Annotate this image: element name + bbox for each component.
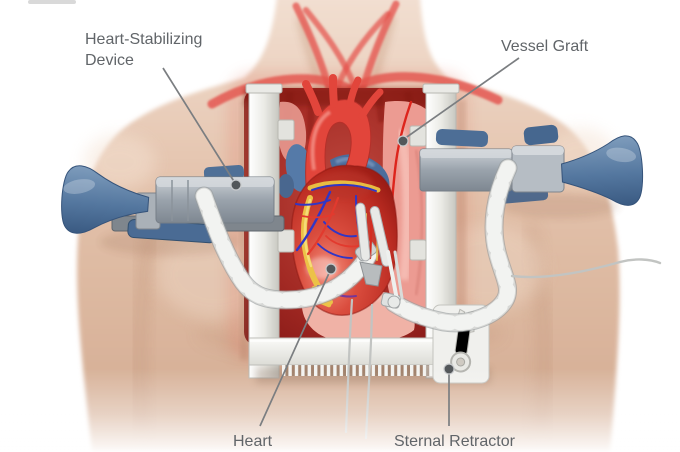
rail-grips bbox=[277, 119, 427, 261]
rail-shadow-right bbox=[456, 100, 466, 370]
bottom-fade bbox=[0, 368, 680, 452]
label-stabilizer-line2: Device bbox=[85, 52, 134, 69]
dot-heart bbox=[325, 263, 337, 275]
foot-fork bbox=[359, 261, 383, 287]
left-block-top-face bbox=[156, 177, 274, 187]
label-vessel-graft: Vessel Graft bbox=[501, 38, 589, 55]
leader-lines bbox=[162, 57, 520, 427]
right-clamp-assembly bbox=[419, 124, 644, 206]
bulldog-clamp bbox=[380, 250, 404, 309]
coronary-arteries bbox=[301, 196, 359, 256]
leader-heart bbox=[259, 270, 331, 427]
left-rail bbox=[248, 85, 280, 379]
rack-bar bbox=[248, 337, 436, 366]
label-heart: Heart bbox=[233, 433, 273, 450]
cropped-artifact bbox=[28, 0, 76, 4]
right-upper-blue-paddle-2 bbox=[523, 124, 559, 146]
stabilizer-feet bbox=[354, 202, 404, 309]
right-upper-blue-paddle-1 bbox=[435, 128, 489, 148]
dot-sternal-retractor bbox=[443, 363, 455, 375]
label-sternal-retractor: Sternal Retractor bbox=[394, 433, 516, 450]
leader-vessel-graft bbox=[403, 57, 520, 140]
lung-fold bbox=[414, 149, 424, 296]
vein-stub bbox=[278, 174, 294, 198]
stabilizer-paddle-left bbox=[355, 202, 371, 262]
right-stabilizer-arm bbox=[384, 158, 518, 333]
left-rail-cap bbox=[245, 83, 283, 94]
right-blue-knob bbox=[561, 135, 644, 206]
annotations: Heart-Stabilizing Device Vessel Graft He… bbox=[85, 31, 589, 450]
right-bar-top-face bbox=[420, 149, 512, 158]
right-block-top-face bbox=[512, 146, 564, 155]
dot-vessel-graft bbox=[397, 135, 409, 147]
leader-stabilizer bbox=[162, 67, 236, 184]
label-stabilizer-line1: Heart-Stabilizing bbox=[85, 31, 202, 48]
label-texts: Heart-Stabilizing Device Vessel Graft He… bbox=[85, 31, 589, 450]
dot-stabilizer bbox=[230, 179, 242, 191]
stabilizer-paddle-right bbox=[369, 206, 392, 267]
left-stabilizer-arm bbox=[194, 186, 379, 310]
right-rail-cap bbox=[422, 83, 460, 94]
leader-dots bbox=[230, 135, 455, 375]
aorta bbox=[302, 74, 384, 186]
left-blue-knob bbox=[61, 165, 150, 234]
